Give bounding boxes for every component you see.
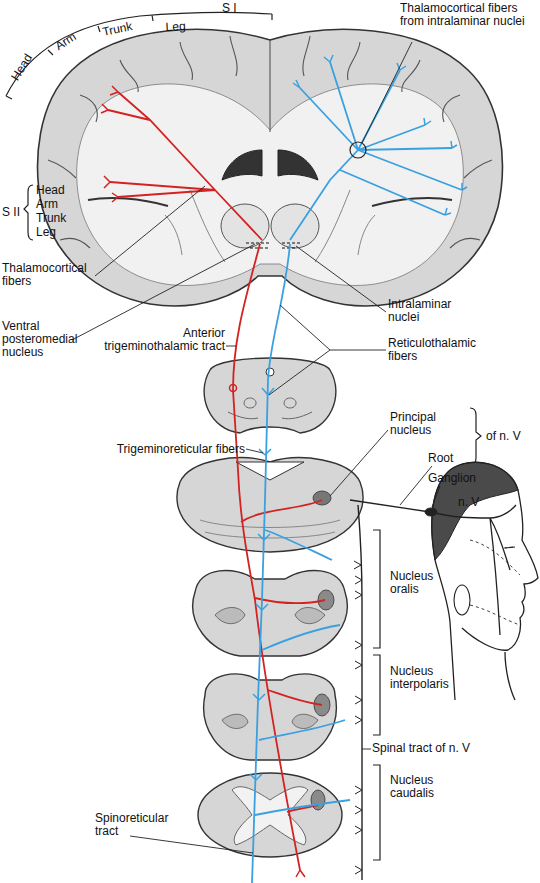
ear xyxy=(454,585,470,615)
structure-label: Trunk xyxy=(36,212,66,225)
structure-label: Nucleus caudalis xyxy=(390,774,445,800)
blue-terminals xyxy=(250,55,467,780)
medulla-section xyxy=(204,674,337,760)
structure-label: Arm xyxy=(36,198,58,211)
structure-label: Intralaminar nuclei xyxy=(388,298,468,324)
fiber-bundle-marker xyxy=(350,142,366,158)
structure-label: Thalamocortical fibers from intralaminar… xyxy=(400,2,530,28)
aqueduct xyxy=(266,368,274,376)
structure-label: Spinoreticular tract xyxy=(95,812,190,838)
trigeminal-nerve xyxy=(350,500,516,635)
sii-bracket xyxy=(24,185,33,240)
structure-label: Arm xyxy=(53,30,79,53)
pons-section xyxy=(177,458,363,552)
face-divisions xyxy=(470,540,520,625)
olivary-nuclei xyxy=(215,608,325,624)
medulla-section xyxy=(193,570,347,656)
sulci xyxy=(48,36,492,248)
spinal-cord-section xyxy=(198,773,342,857)
structure-label: S II xyxy=(2,206,20,219)
internal-capsule xyxy=(165,190,375,262)
spinal-tract xyxy=(358,505,362,880)
structure-label: of n. V xyxy=(486,430,521,443)
structure-label: Head xyxy=(9,52,35,83)
fourth-ventricle xyxy=(236,462,304,480)
trigeminothalamic-pathway xyxy=(108,92,325,870)
structure-label: Ventral posteromedial nucleus xyxy=(2,320,87,359)
thalamus xyxy=(271,204,319,248)
midbrain-nuclei xyxy=(228,398,312,419)
gray-matter xyxy=(232,787,308,845)
structure-label: Root xyxy=(428,452,453,465)
brain-section xyxy=(38,29,503,306)
structure-label: Trunk xyxy=(101,20,133,39)
structure-label: Nucleus oralis xyxy=(390,570,445,596)
nucleus-oralis xyxy=(318,590,334,610)
structure-label: Leg xyxy=(165,20,186,34)
red-node xyxy=(230,385,237,392)
terminals xyxy=(354,561,362,874)
structure-label: n. V xyxy=(458,496,479,509)
red-terminals xyxy=(101,86,305,877)
structure-label: Anterior trigeminothalamic tract xyxy=(95,327,225,353)
olivary-nuclei xyxy=(222,714,318,728)
eye xyxy=(505,547,515,548)
structure-label: Leg xyxy=(36,226,56,239)
structure-label: Principal nucleus xyxy=(390,411,455,437)
face-outline xyxy=(432,462,538,700)
structure-label: Nucleus interpolaris xyxy=(390,665,460,691)
structure-label: Spinal tract of n. V xyxy=(372,742,470,755)
structure-label: Thalamocortical fibers xyxy=(2,262,97,288)
structure-label: S I xyxy=(222,2,237,15)
ganglion xyxy=(425,508,437,516)
thalamic-nuclei xyxy=(246,243,300,248)
structure-label: Reticulothalamic fibers xyxy=(388,337,478,363)
nv-bracket xyxy=(470,408,481,465)
structure-label: Ganglion xyxy=(428,472,476,485)
pontine-fibers xyxy=(200,520,340,538)
structure-label: Trigeminoreticular fibers xyxy=(60,443,245,456)
midbrain-section xyxy=(204,358,336,433)
thalamus xyxy=(221,204,269,248)
lateral-sulcus xyxy=(88,198,452,206)
structure-label: Head xyxy=(36,184,65,197)
lateral-ventricles xyxy=(222,150,318,180)
nucleus-brackets xyxy=(373,530,380,860)
